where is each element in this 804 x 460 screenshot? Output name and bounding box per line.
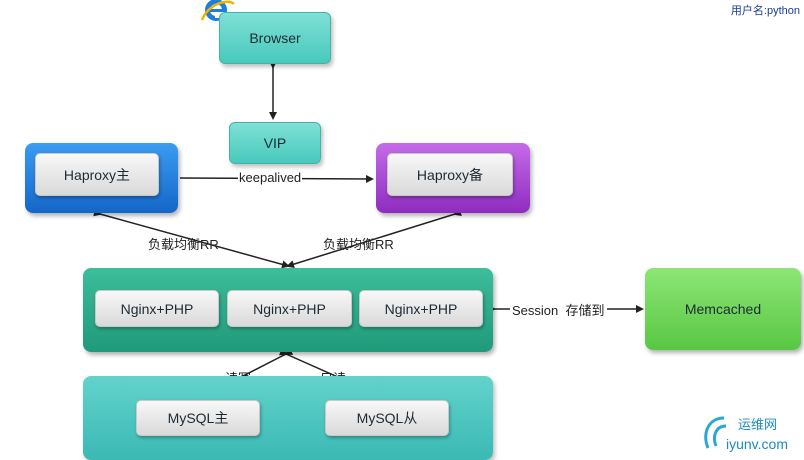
watermark-site: iyunv.com bbox=[726, 436, 788, 452]
haproxy-master-label: Haproxy主 bbox=[63, 166, 131, 183]
mysql-slave-label: MySQL从 bbox=[356, 410, 418, 426]
haproxy-master-inner: Haproxy主 bbox=[35, 153, 159, 196]
nginx-php-label-2: Nginx+PHP bbox=[253, 300, 326, 317]
nginx-cluster: Nginx+PHP Nginx+PHP Nginx+PHP bbox=[83, 268, 493, 352]
watermark: 运维网 iyunv.com bbox=[700, 408, 804, 460]
nginx-php-node-1: Nginx+PHP bbox=[95, 290, 219, 327]
nginx-php-label-1: Nginx+PHP bbox=[120, 300, 194, 317]
vip-label: VIP bbox=[263, 135, 287, 151]
mysql-cluster: MySQL主 MySQL从 bbox=[83, 376, 493, 460]
nginx-php-node-2: Nginx+PHP bbox=[227, 290, 352, 327]
haproxy-backup-node: Haproxy备 bbox=[376, 143, 530, 213]
memcached-node: Memcached bbox=[645, 268, 801, 350]
memcached-label: Memcached bbox=[684, 301, 762, 317]
keepalived-label: keepalived bbox=[238, 170, 303, 185]
nginx-php-node-3: Nginx+PHP bbox=[359, 290, 483, 327]
user-label: 用户名:python bbox=[730, 5, 800, 17]
browser-label: Browser bbox=[249, 30, 301, 46]
lb-left-label: 负载均衡RR bbox=[148, 237, 219, 252]
haproxy-backup-label: Haproxy备 bbox=[416, 166, 484, 183]
lb-right-link bbox=[286, 208, 462, 269]
session-label: Session 存储到 bbox=[510, 300, 607, 319]
mysql-master-node: MySQL主 bbox=[136, 400, 260, 436]
watermark-name: 运维网 bbox=[738, 417, 778, 432]
mysql-master-label: MySQL主 bbox=[167, 410, 229, 426]
lb-right-label: 负载均衡RR bbox=[323, 237, 394, 252]
store-to-text: 存储到 bbox=[565, 303, 605, 318]
haproxy-backup-inner: Haproxy备 bbox=[387, 153, 513, 196]
watermark-logo-icon bbox=[704, 416, 727, 449]
mysql-slave-node: MySQL从 bbox=[325, 400, 449, 436]
lb-left-link bbox=[93, 208, 290, 269]
haproxy-master-node: Haproxy主 bbox=[25, 143, 178, 213]
vip-node: VIP bbox=[229, 122, 321, 164]
nginx-php-label-3: Nginx+PHP bbox=[384, 300, 458, 317]
session-text: Session bbox=[512, 303, 559, 318]
browser-node: Browser bbox=[219, 12, 331, 64]
